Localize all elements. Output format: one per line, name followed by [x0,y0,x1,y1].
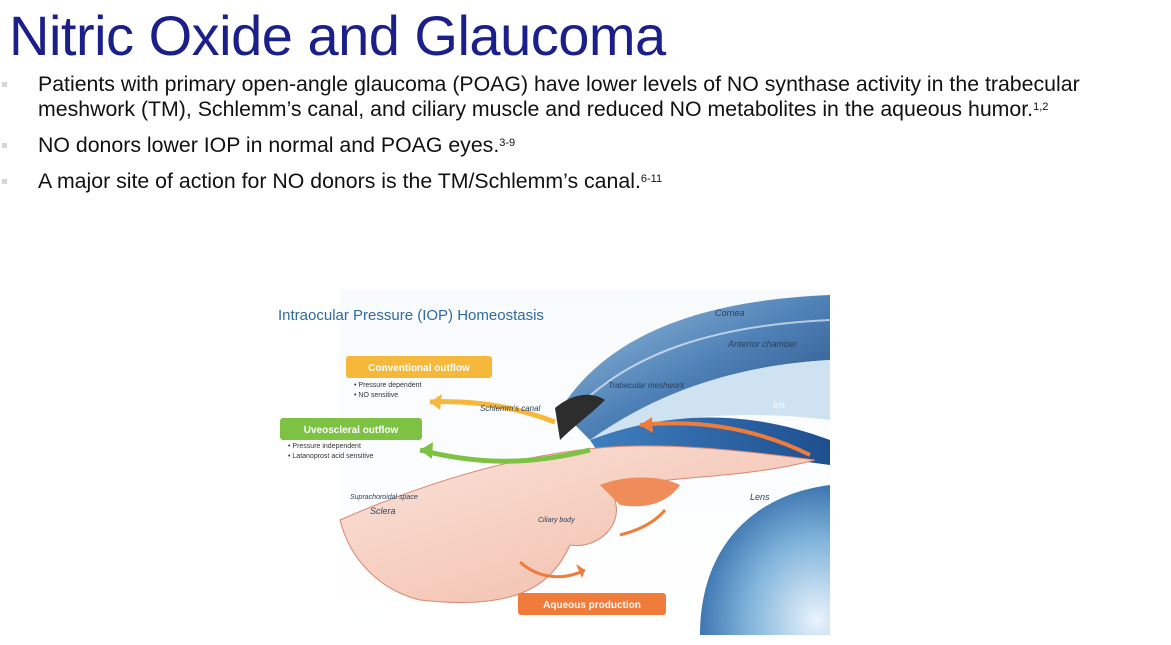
schlemms-canal-label: Schlemm’s canal [480,404,541,413]
aqueous-production-badge [518,593,666,615]
trabecular-meshwork-shape [555,394,605,440]
ciliary-body-label: Ciliary body [538,517,575,524]
sclera-label: Sclera [370,506,396,516]
bullet-item: A major site of action for NO donors is … [0,169,1171,194]
bullet-item: NO donors lower IOP in normal and POAG e… [0,133,1171,158]
ciliary-process-shape [600,477,680,507]
anterior-chamber-label: Anterior chamber [727,339,798,349]
aqueous-arrow [518,560,586,579]
lens-shape [700,485,830,635]
conventional-outflow-badge [346,356,492,378]
citation: 1,2 [1033,101,1049,113]
citation: 6-11 [640,173,663,185]
slide-title: Nitric Oxide and Glaucoma [9,4,666,67]
bullet-text: Patients with primary open-angle glaucom… [38,72,1080,121]
uveoscleral-item-2: • Latanoprost acid sensitive [288,453,373,460]
bullet-text: NO donors lower IOP in normal and POAG e… [38,133,500,157]
aqueous-production-title: Aqueous production [543,600,641,611]
aqueous-arrowhead [576,564,585,578]
citation: 3-9 [499,137,516,149]
bullet-item: Patients with primary open-angle glaucom… [0,72,1171,122]
iris-flow-arrowhead [640,417,653,433]
iris-flow-arrow [639,421,811,457]
aqueous-arrow [619,509,667,537]
figure-title: Intraocular Pressure (IOP) Homeostasis [278,307,544,324]
iop-homeostasis-figure: Intraocular Pressure (IOP) Homeostasis C… [270,290,831,635]
cornea-highlight [569,319,831,416]
conventional-item-1: • Pressure dependent [354,382,422,389]
bullet-text: A major site of action for NO donors is … [38,169,641,193]
conventional-arrowhead [430,394,442,410]
iris-label: Iris [773,400,785,410]
uveoscleral-item-1: • Pressure independent [288,443,361,450]
uveoscleral-outflow-title: Uveoscleral outflow [304,425,399,436]
uveoscleral-outflow-arrow [419,447,591,464]
conventional-item-2: • NO sensitive [354,392,398,399]
trabecular-meshwork-label: Trabecular meshwork [608,381,685,390]
bullet-marker [2,179,7,184]
bullet-marker [2,143,7,148]
cornea-shape [560,295,830,440]
uveoscleral-outflow-badge [280,418,422,440]
eye-anatomy-diagram: Intraocular Pressure (IOP) Homeostasis C… [278,290,831,635]
lens-label: Lens [750,492,770,502]
suprachoroidal-label: Suprachoroidal space [350,494,418,501]
cornea-label: Cornea [715,308,745,318]
bullet-marker [2,82,7,87]
uveoscleral-arrowhead [420,442,433,459]
bullet-list: Patients with primary open-angle glaucom… [0,72,1171,205]
conventional-outflow-arrow [429,399,556,425]
conventional-outflow-title: Conventional outflow [368,363,470,374]
